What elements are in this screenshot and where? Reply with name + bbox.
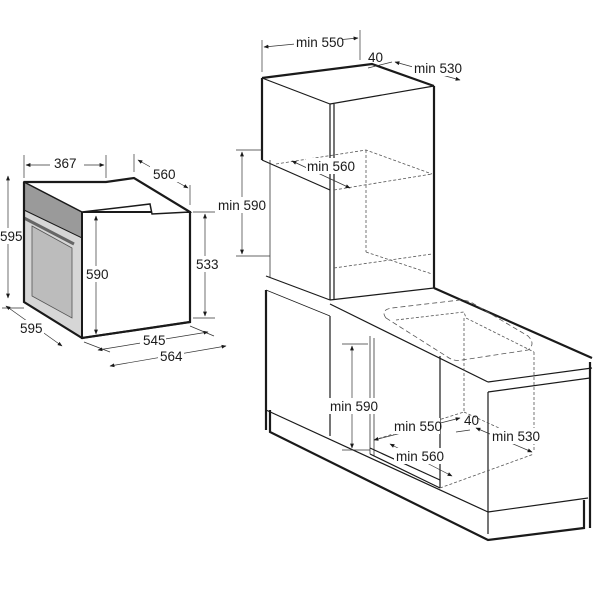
dim-base-height: min 590	[330, 399, 378, 414]
dim-base-inner-depth: min 560	[396, 449, 444, 464]
dim-tall-inner-depth: min 560	[307, 159, 355, 174]
dim-tall-height: min 590	[218, 198, 266, 213]
dim-width-top: 367	[54, 156, 77, 171]
dim-base-depth: min 530	[492, 429, 540, 444]
dim-tall-back-gap: 40	[368, 50, 383, 65]
dim-depth-top: 560	[153, 167, 176, 182]
dim-tall-depth: min 530	[414, 61, 462, 76]
dim-height-front: 595	[0, 229, 23, 244]
oven-dimensions: 367 560 595 590 533 595 545 564	[0, 154, 227, 368]
dim-depth-body: 545	[143, 333, 166, 348]
dim-width-front: 595	[20, 321, 43, 336]
dim-height-body: 590	[86, 267, 109, 282]
tall-cabinet-dimensions: min 550 40 min 530 min 560 min 590	[216, 30, 462, 257]
dim-depth-total: 564	[160, 349, 183, 364]
base-cabinet	[264, 275, 593, 542]
dim-base-width: min 550	[394, 419, 442, 434]
dim-base-back-gap: 40	[464, 413, 479, 428]
dim-tall-width: min 550	[296, 35, 344, 50]
tall-cabinet	[260, 62, 436, 300]
base-cabinet-dimensions: min 590 min 550 40 min 530 min 560	[328, 343, 540, 477]
oven-drawing	[22, 176, 193, 340]
dim-height-side: 533	[196, 257, 219, 272]
